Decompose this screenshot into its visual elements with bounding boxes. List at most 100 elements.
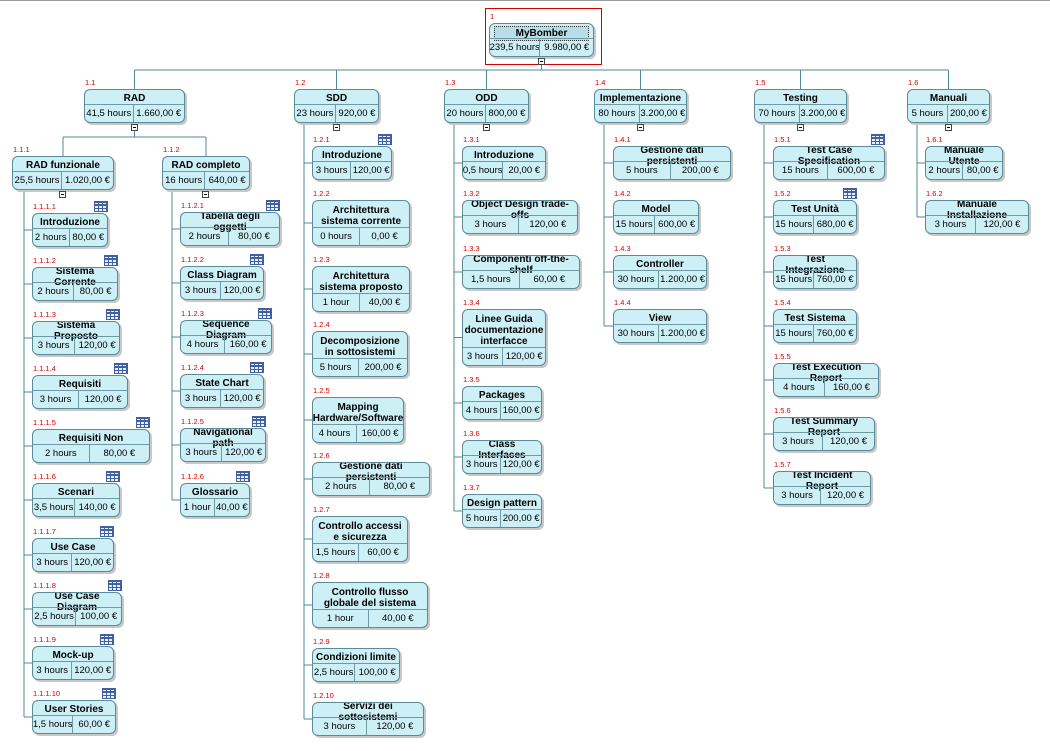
table-icon[interactable] xyxy=(258,308,272,319)
table-icon[interactable] xyxy=(236,471,250,482)
table-icon[interactable] xyxy=(102,688,116,699)
table-icon[interactable] xyxy=(378,134,392,145)
task-hours: 41,5 hours xyxy=(85,105,134,122)
table-icon[interactable] xyxy=(94,201,108,212)
task-code: 1 xyxy=(490,12,495,21)
task-hours: 15 hours xyxy=(774,271,815,288)
table-icon[interactable] xyxy=(106,471,120,482)
task-hours: 3 hours xyxy=(181,390,222,407)
table-icon[interactable] xyxy=(136,417,150,428)
task-hours: 5 hours xyxy=(614,162,671,179)
table-icon[interactable] xyxy=(250,254,264,265)
table-icon[interactable] xyxy=(114,363,128,374)
collapse-toggle-icon[interactable] xyxy=(636,124,644,131)
collapse-toggle-icon[interactable] xyxy=(537,58,545,65)
table-icon[interactable] xyxy=(252,416,266,427)
task-hours: 4 hours xyxy=(181,336,226,353)
table-icon[interactable] xyxy=(100,634,114,645)
table-icon[interactable] xyxy=(108,580,122,591)
collapse-toggle-icon[interactable] xyxy=(796,124,804,131)
collapse-toggle-icon[interactable] xyxy=(482,124,490,131)
collapse-toggle-icon[interactable] xyxy=(944,124,952,131)
task-hours: 3 hours xyxy=(33,391,80,408)
task-cost: 140,00 € xyxy=(78,502,116,513)
table-icon[interactable] xyxy=(100,526,114,537)
collapse-toggle-icon[interactable] xyxy=(59,191,66,198)
table-icon[interactable] xyxy=(871,134,885,145)
table-icon[interactable] xyxy=(266,200,280,211)
table-icon[interactable] xyxy=(843,188,857,199)
table-icon[interactable] xyxy=(250,362,264,373)
task-code: 1.1.1.5 xyxy=(33,418,56,427)
task-hours: 3,5 hours xyxy=(33,499,76,516)
task-code: 1.1.1.10 xyxy=(33,689,61,698)
task-cost: 3.200,00 € xyxy=(640,108,686,119)
task-code: 1.2.3 xyxy=(313,255,330,264)
top-border xyxy=(0,0,1050,1)
collapse-toggle-icon[interactable] xyxy=(332,124,340,131)
task-cost: 640,00 € xyxy=(208,175,246,186)
collapse-toggle-icon[interactable] xyxy=(202,191,209,198)
collapse-toggle-icon[interactable] xyxy=(130,124,138,131)
table-icon[interactable] xyxy=(106,309,120,320)
table-icon[interactable] xyxy=(104,255,118,266)
task-code: 1.2.9 xyxy=(313,637,330,646)
